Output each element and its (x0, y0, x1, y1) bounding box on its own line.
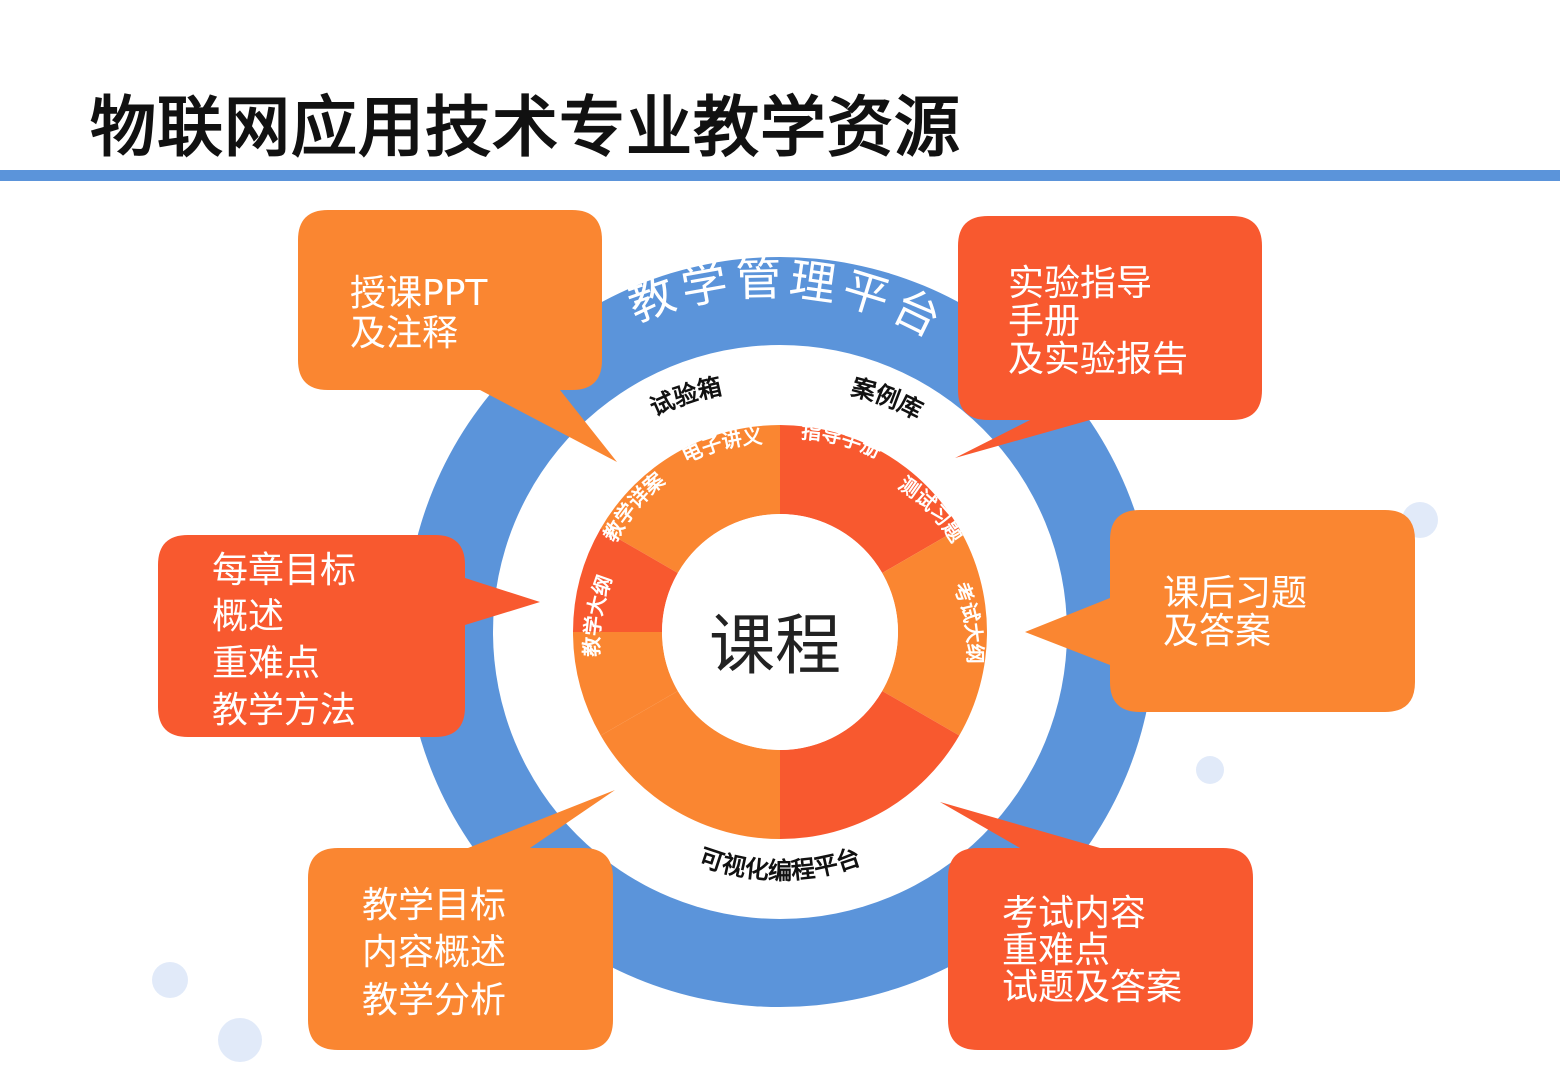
callout-mid-right-text: 课后习题 及答案 (1163, 573, 1318, 652)
donut-sector (780, 425, 960, 573)
callout-bottom-left: 教学目标 内容概述 教学分析 (308, 790, 615, 1050)
callout-top-right: 实验指导 手册 及实验报告 (955, 216, 1262, 458)
callout-bottom-left-bubble (308, 790, 615, 1050)
donut-sector (573, 528, 678, 632)
callout-bottom-left-text: 教学目标 内容概述 教学分析 (362, 885, 517, 1021)
callout-top-right-bubble (955, 216, 1262, 458)
donut-sector (882, 528, 987, 736)
callout-top-right-text: 实验指导 手册 及实验报告 (1008, 263, 1188, 380)
donut-sector (573, 632, 678, 736)
callout-top-left-bubble (298, 210, 617, 462)
callout-mid-right-bubble (1025, 510, 1415, 712)
watermark-mark (152, 962, 188, 998)
callout-mid-left: 每章目标 概述 重难点 教学方法 (158, 535, 540, 737)
callout-mid-right: 课后习题 及答案 (1025, 510, 1415, 712)
watermark-mark (1196, 756, 1224, 784)
title-underline (0, 170, 1560, 181)
callout-top-left: 授课PPT 及注释 (298, 210, 617, 462)
center-hub (662, 514, 898, 750)
donut-sector (780, 691, 960, 839)
callout-mid-left-text: 每章目标 概述 重难点 教学方法 (212, 550, 367, 731)
donut-sector (600, 425, 780, 573)
callout-bottom-right: 考试内容 重难点 试题及答案 (940, 802, 1253, 1050)
center-label: 课程 (709, 607, 841, 684)
callout-bottom-right-bubble (940, 802, 1253, 1050)
watermark-mark (218, 1018, 262, 1062)
callout-top-left-text: 授课PPT 及注释 (350, 273, 499, 354)
callout-mid-left-bubble (158, 535, 540, 737)
donut-sector (600, 691, 780, 839)
page-title: 物联网应用技术专业教学资源 (90, 89, 961, 166)
course-donut (573, 425, 987, 839)
callout-bottom-right-text: 考试内容 重难点 试题及答案 (1002, 893, 1182, 1008)
